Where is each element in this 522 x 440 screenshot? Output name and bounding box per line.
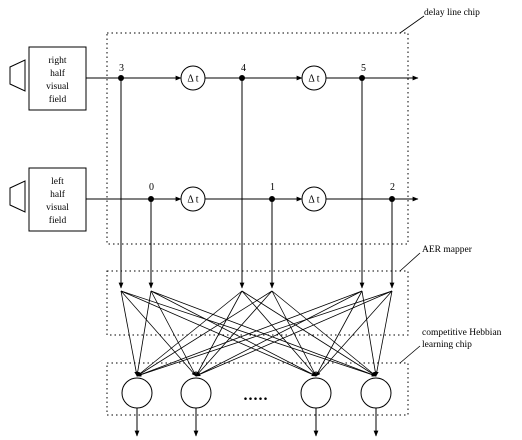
crossbar-connection [136,290,393,377]
hebbian-chip-box [106,362,409,416]
crossbar-connection [195,290,273,377]
hebbian-neurons: ..... [121,377,392,409]
right-field-label-2: half [50,68,66,79]
hebbian-chip-label-line1: competitive Hebbian [422,328,502,338]
crossbar-connection [120,290,317,377]
delay-line-chip-leader [399,15,425,34]
left-delay-line: Δ t Δ t 0 1 2 [86,182,419,212]
aer-crossbar-connections [120,290,393,377]
delay-label: Δ t [187,195,198,206]
neuron-outputs [134,408,379,437]
tap-label: 5 [361,63,366,74]
delay-label: Δ t [308,195,319,206]
neuron-ellipsis: ..... [244,387,269,404]
crossbar-connection [374,290,393,377]
right-field-label-3: visual [46,82,69,92]
crossbar-connection [315,290,363,377]
crossbar-connection [195,290,243,377]
tap-label: 2 [390,182,395,193]
right-delay-line: Δ t Δ t 3 4 5 [86,63,419,91]
neuron [300,377,332,409]
left-visual-field-sensor: left half visual field [9,167,87,232]
aer-mapper-label: AER mapper [422,245,473,255]
left-field-label-3: visual [46,203,69,213]
crossbar-connection [136,290,243,377]
delay-label: Δ t [187,74,198,85]
crossbar-connection [120,290,197,377]
delay-line-chip-box [106,32,409,245]
tap-label: 4 [241,63,246,74]
crossbar-connection [271,290,377,377]
left-field-label-4: field [49,215,67,226]
tap-label: 1 [270,182,275,193]
left-field-label-1: left [51,176,64,187]
neuron [121,377,153,409]
hebbian-chip-label-line2: learning chip [422,340,472,350]
aer-mapper-leader [399,252,421,272]
crossbar-connection [195,290,363,377]
neuron [360,377,392,409]
crossbar-connection [135,290,152,377]
eye-icon [9,59,26,92]
hebbian-chip-leader [399,345,421,364]
crossbar-connection [315,290,393,377]
right-field-label-1: right [49,56,67,66]
crossbar-connection [120,290,139,377]
tap-lines [118,78,395,289]
crossbar-connection [361,290,378,377]
crossbar-connection [136,290,363,377]
right-field-label-4: field [49,94,67,105]
tap-label: 0 [149,182,154,193]
crossbar-connection [136,290,273,377]
left-field-label-2: half [50,189,66,200]
neuron [180,377,212,409]
eye-icon [9,180,26,213]
crossbar-connection [195,290,393,377]
crossbar-connection [150,290,197,377]
delay-label: Δ t [308,74,319,85]
right-visual-field-sensor: right half visual field [9,46,87,111]
aer-mapper-box [106,270,409,336]
delay-line-chip-label: delay line chip [424,8,480,18]
tap-label: 3 [119,63,124,74]
crossbar-connection [241,290,377,377]
